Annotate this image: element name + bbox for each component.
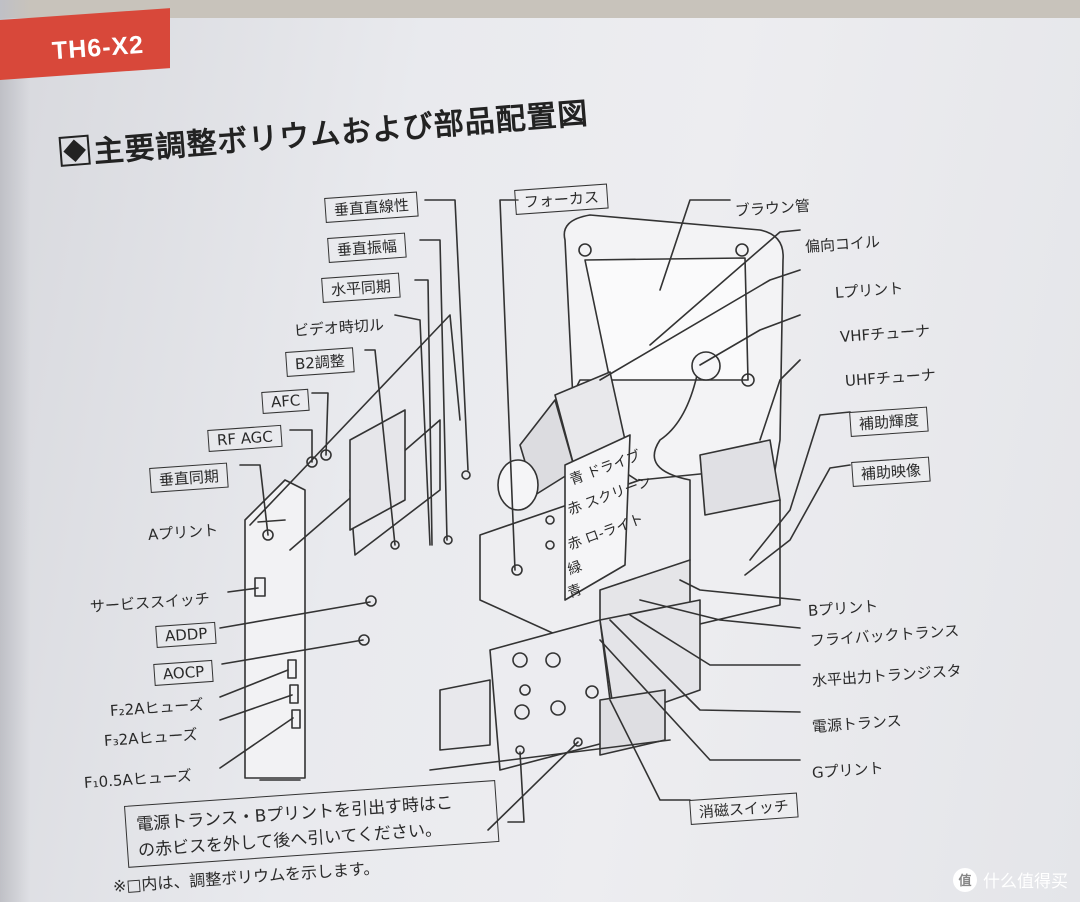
label-afc: AFC xyxy=(261,388,311,414)
a-print-board xyxy=(244,479,306,779)
label-b2-adjust: B2調整 xyxy=(285,347,355,377)
watermark: 值 什么值得买 xyxy=(953,867,1068,892)
watermark-text: 什么值得买 xyxy=(983,872,1068,892)
background-table xyxy=(0,0,1080,18)
b2-block xyxy=(349,409,406,531)
watermark-logo-icon: 值 xyxy=(953,867,977,892)
g-board xyxy=(564,434,631,601)
tuner-block xyxy=(699,439,781,516)
crt-screen xyxy=(584,257,749,381)
label-addp: ADDP xyxy=(155,621,218,648)
page-shadow xyxy=(0,0,30,902)
tuner-cable xyxy=(653,359,701,561)
label-aocp: AOCP xyxy=(153,659,214,686)
